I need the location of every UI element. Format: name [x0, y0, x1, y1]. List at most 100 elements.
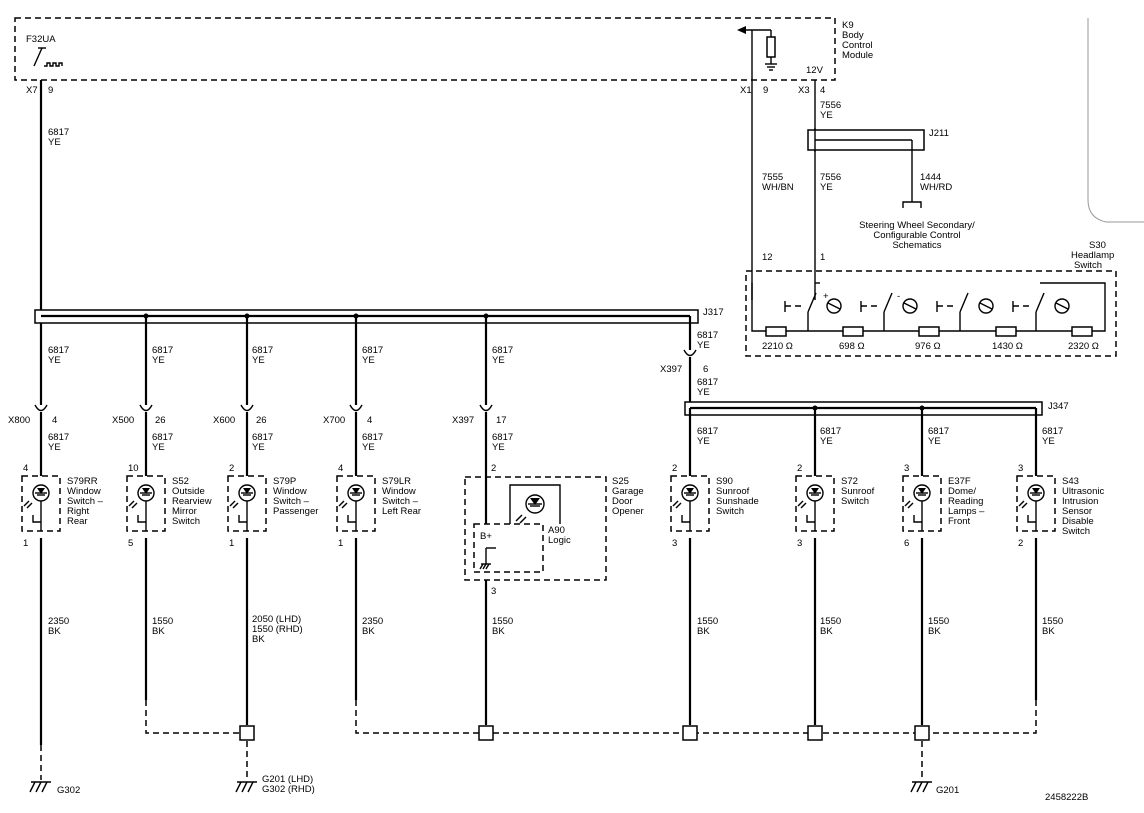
bk-label-9a: 1550: [1042, 616, 1063, 627]
svg-text:X600: X600: [213, 415, 235, 426]
bcm-id: K9: [842, 20, 854, 31]
wire-1444-num: 1444: [920, 172, 941, 183]
bk-label-2b: BK: [152, 626, 165, 637]
headlamp-switch-box: [745, 270, 1117, 357]
s30-plus-symbol: +: [823, 291, 829, 302]
bk-label-6a: 1550: [697, 616, 718, 627]
ground-icon-g302: [29, 781, 51, 793]
switch-name-line: Window: [67, 486, 101, 497]
resistor-value: 2210 Ω: [762, 341, 793, 352]
switch-name-line: Switch: [1062, 526, 1090, 537]
svg-text:4: 4: [52, 415, 57, 426]
wire-7556-top-color: YE: [820, 110, 833, 121]
steering-ref-3: Schematics: [892, 240, 941, 251]
a90-name: Logic: [548, 535, 571, 546]
wire-label-k2: YE: [697, 387, 710, 398]
switch-name-line: Switch –: [382, 496, 419, 507]
ground-icon-g201-lhd: [235, 781, 257, 793]
wire-j317-right-color: YE: [697, 340, 710, 351]
steering-ref-1: Steering Wheel Secondary/: [859, 220, 975, 231]
ground-bus-left: [145, 700, 247, 734]
switch-name-line: Sunroof: [841, 486, 875, 497]
switch-name-line: Switch –: [273, 496, 310, 507]
switch-name-line: Reading: [948, 496, 983, 507]
switch-name-line: Left Rear: [382, 506, 421, 517]
fuse-symbol: [33, 47, 63, 67]
switch-name-line: Right: [67, 506, 90, 517]
bk-label-6b: BK: [697, 626, 710, 637]
wire-label-a2: YE: [48, 355, 61, 366]
switch-top-pin: 3: [904, 463, 909, 474]
fuse-label: F32UA: [26, 34, 56, 45]
garage-ground-icon: [479, 547, 496, 570]
wire-6817-main-num: 6817: [48, 127, 69, 138]
wire-label-l2: YE: [697, 436, 710, 447]
connector-x800: X800 4: [8, 404, 57, 426]
switch-name-line: Window: [382, 486, 416, 497]
garage-opener-box: [464, 476, 607, 581]
bk-label-5b: BK: [492, 626, 505, 637]
wire-label-b1: 6817: [152, 345, 173, 356]
wire-label-h2: YE: [252, 442, 265, 453]
switch-bottom-pin: 5: [128, 538, 133, 549]
s30-contact-1: [784, 292, 842, 331]
switch-name-line: Intrusion: [1062, 496, 1098, 507]
wire-label-o2: YE: [1042, 436, 1055, 447]
switch-top-pin: 4: [338, 463, 343, 474]
switch-id: S43: [1062, 476, 1079, 487]
steering-ref-2: Configurable Control: [873, 230, 960, 241]
switch-id: S52: [172, 476, 189, 487]
switch-name-line: Outside: [172, 486, 205, 497]
switch-name-line: Passenger: [273, 506, 318, 517]
bk-label-1a: 2350: [48, 616, 69, 627]
bcm-input-circuit: [737, 26, 777, 71]
svg-text:X397: X397: [660, 364, 682, 375]
bk-label-5a: 1550: [492, 616, 513, 627]
svg-text:6: 6: [703, 364, 708, 375]
splice-j211-label: J211: [929, 128, 949, 139]
bk-label-4a: 2350: [362, 616, 383, 627]
s30-pin-1: 1: [820, 252, 825, 263]
ground-icon-g201: [910, 781, 932, 793]
s30-id: S30: [1089, 240, 1106, 251]
switch-top-pin: 3: [1018, 463, 1023, 474]
switch-bottom-pin: 1: [229, 538, 234, 549]
bcm-name-3: Module: [842, 50, 873, 61]
svg-text:26: 26: [155, 415, 166, 426]
switch-name-line: Mirror: [172, 506, 197, 517]
wire-label-m1: 6817: [820, 426, 841, 437]
wire-7555-num: 7555: [762, 172, 783, 183]
svg-text:4: 4: [367, 415, 372, 426]
bk-label-8b: BK: [928, 626, 941, 637]
switch-top-pin: 2: [797, 463, 802, 474]
switch-name-line: Switch: [716, 506, 744, 517]
wire-label-e1: 6817: [492, 345, 513, 356]
a90-logic-box: [473, 523, 544, 573]
x1-connector: X1: [740, 85, 752, 96]
switch-name-line: Ultrasonic: [1062, 486, 1104, 497]
bk-label-3c: BK: [252, 634, 265, 645]
bcm-name-1: Body: [842, 30, 864, 41]
wire-label-a1: 6817: [48, 345, 69, 356]
garage-id: S25: [612, 476, 629, 487]
resistor-value: 1430 Ω: [992, 341, 1023, 352]
ground-splice-squares: [239, 725, 930, 741]
switch-name-line: Rearview: [172, 496, 212, 507]
bk-label-3a: 2050 (LHD): [252, 614, 301, 625]
ground-label-g302: G302: [57, 785, 80, 796]
switch-s43: 32S43UltrasonicIntrusionSensorDisableSwi…: [1016, 463, 1104, 549]
connector-x397-a: X397 17: [452, 404, 507, 426]
switch-top-pin: 2: [672, 463, 677, 474]
switch-bottom-pin: 2: [1018, 538, 1023, 549]
switch-top-pin: 2: [229, 463, 234, 474]
garage-name-3: Opener: [612, 506, 644, 517]
garage-name-2: Door: [612, 496, 633, 507]
s30-contact-3: [936, 292, 994, 331]
switch-bottom-pin: 1: [338, 538, 343, 549]
